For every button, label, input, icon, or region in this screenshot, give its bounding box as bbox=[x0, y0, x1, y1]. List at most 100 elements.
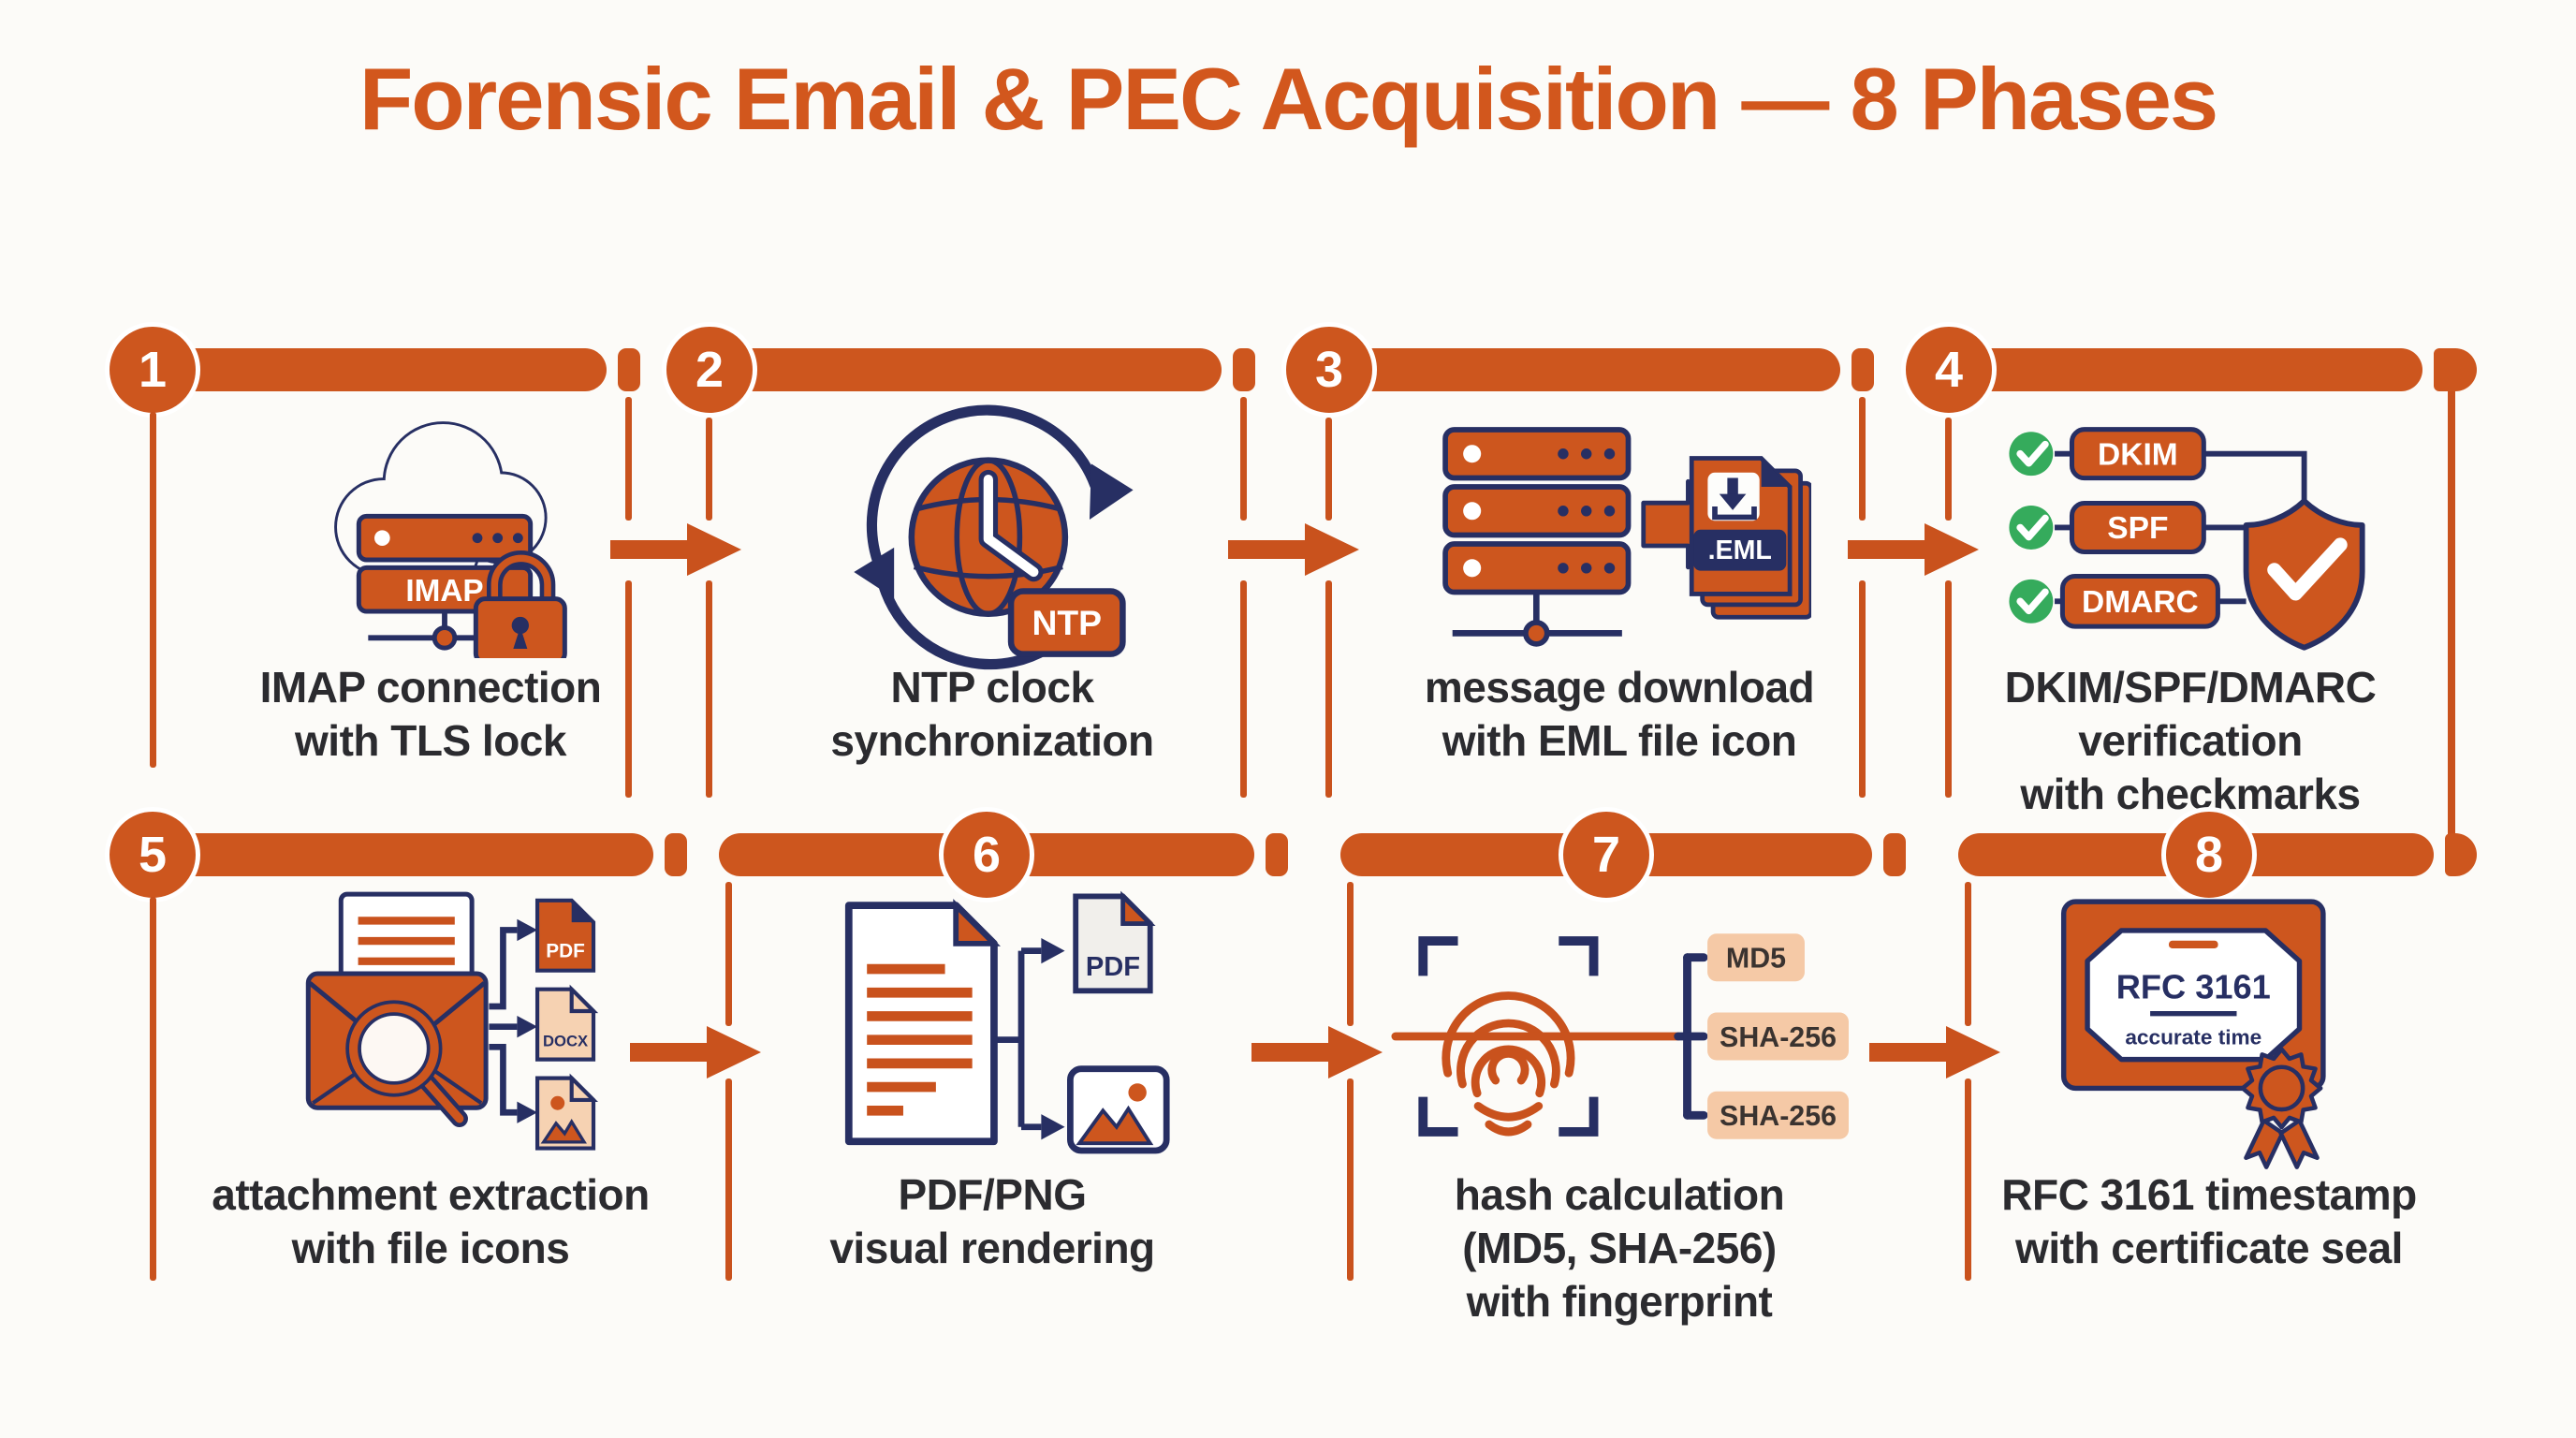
eml-file-stack-icon: .EML bbox=[1689, 456, 1811, 620]
phase-5-number: 5 bbox=[105, 807, 200, 902]
server-stack-icon bbox=[1442, 427, 1632, 647]
ntp-badge: NTP bbox=[1007, 588, 1126, 657]
docx-file-icon: DOCX bbox=[534, 984, 598, 1062]
phase-3-number: 3 bbox=[1281, 322, 1377, 418]
timeline-bar-1-cap bbox=[618, 348, 640, 391]
phase-6-number: 6 bbox=[939, 807, 1034, 902]
attachment-extraction-icon: PDF DOCX bbox=[305, 891, 598, 1151]
md5-badge: MD5 bbox=[1707, 933, 1805, 982]
ntp-sync-icon: NTP bbox=[854, 404, 1134, 670]
svg-text:DMARC: DMARC bbox=[2082, 585, 2199, 620]
sha256-badge: SHA-256 bbox=[1707, 1012, 1849, 1061]
guide-line bbox=[1945, 418, 1952, 521]
source-document-icon bbox=[844, 899, 1001, 1146]
timeline-bar-8-cap bbox=[2445, 833, 2477, 876]
fingerprint-icon bbox=[1442, 991, 1575, 1137]
flow-arrow-icon bbox=[1251, 1026, 1383, 1078]
guide-line bbox=[1965, 1078, 1971, 1281]
svg-text:SHA-256: SHA-256 bbox=[1720, 1100, 1837, 1132]
shield-check-icon bbox=[2243, 498, 2365, 651]
clock-hand-icon bbox=[978, 469, 1044, 582]
dmarc-badge: DMARC bbox=[2059, 573, 2220, 629]
timeline-bar-5-cap bbox=[665, 833, 687, 876]
timeline-bar-5 bbox=[153, 833, 653, 876]
guide-line bbox=[725, 1078, 732, 1281]
svg-text:DOCX: DOCX bbox=[543, 1032, 588, 1049]
svg-text:PDF: PDF bbox=[546, 941, 585, 962]
svg-text:PDF: PDF bbox=[1086, 952, 1140, 982]
flow-arrow-icon bbox=[630, 1026, 761, 1078]
guide-line bbox=[1325, 418, 1332, 521]
timeline-bar-1 bbox=[153, 348, 607, 391]
scan-frame-icon bbox=[1418, 936, 1599, 1137]
flow-arrow-icon bbox=[1228, 523, 1359, 576]
extract-arrows-icon bbox=[489, 918, 538, 1123]
certificate-icon: RFC 3161 accurate time bbox=[2060, 899, 2326, 1092]
flow-arrow-icon bbox=[1848, 523, 1979, 576]
guide-line bbox=[625, 397, 632, 521]
magnifier-icon bbox=[345, 1000, 468, 1128]
timeline-bar-4-cap bbox=[2434, 348, 2477, 391]
pdf-file-icon: PDF bbox=[534, 898, 596, 973]
rfc3161-certificate-icon: RFC 3161 accurate time bbox=[2060, 899, 2326, 1169]
wrap-connector-line bbox=[2448, 391, 2455, 835]
spf-badge: SPF bbox=[2069, 500, 2206, 554]
page-title: Forensic Email & PEC Acquisition — 8 Pha… bbox=[359, 50, 2218, 148]
guide-line bbox=[1240, 580, 1247, 798]
timeline-bar-3 bbox=[1329, 348, 1840, 391]
timeline-bar-3-cap bbox=[1852, 348, 1874, 391]
svg-text:DKIM: DKIM bbox=[2098, 437, 2178, 472]
guide-line bbox=[150, 412, 156, 768]
phase-4-number: 4 bbox=[1901, 322, 1997, 418]
timeline-bar-7-cap bbox=[1883, 833, 1906, 876]
pdf-output-icon: PDF bbox=[1073, 890, 1156, 994]
guide-line bbox=[1240, 397, 1247, 521]
guide-line bbox=[725, 882, 732, 1026]
sha256-badge: SHA-256 bbox=[1707, 1091, 1849, 1139]
imap-tls-icon: IMAP bbox=[334, 421, 567, 658]
imap-label: IMAP bbox=[405, 574, 483, 609]
check-circle-icon bbox=[2009, 432, 2054, 624]
ntp-label: NTP bbox=[1032, 603, 1102, 642]
pdf-png-render-icon: PDF bbox=[844, 890, 1170, 1154]
lock-icon bbox=[473, 550, 567, 658]
guide-line bbox=[706, 418, 712, 521]
dkim-verification-icon: DKIM SPF DMARC bbox=[2009, 427, 2365, 651]
phase-7-number: 7 bbox=[1559, 807, 1654, 902]
seal-icon bbox=[2240, 1047, 2323, 1169]
guide-line bbox=[625, 580, 632, 798]
guide-line bbox=[1347, 1078, 1354, 1281]
hash-fingerprint-icon: MD5 SHA-256 SHA-256 bbox=[1391, 933, 1849, 1139]
flow-arrow-icon bbox=[610, 523, 741, 576]
timeline-bar-2 bbox=[710, 348, 1222, 391]
guide-line bbox=[1965, 882, 1971, 1026]
eml-label: .EML bbox=[1708, 536, 1772, 565]
accurate-time-label: accurate time bbox=[2125, 1025, 2261, 1049]
image-file-icon bbox=[534, 1073, 598, 1151]
phase-7-caption: hash calculation(MD5, SHA-256)with finge… bbox=[1454, 1170, 1785, 1326]
dkim-badge: DKIM bbox=[2069, 427, 2206, 481]
guide-line bbox=[1945, 580, 1952, 798]
guide-line bbox=[1859, 580, 1866, 798]
guide-line bbox=[1325, 580, 1332, 798]
timeline-bar-6-cap bbox=[1266, 833, 1288, 876]
png-output-icon bbox=[1067, 1065, 1170, 1154]
timeline-bar-4 bbox=[1949, 348, 2422, 391]
guide-line bbox=[150, 897, 156, 1281]
guide-line bbox=[1859, 397, 1866, 521]
timeline-bar-2-cap bbox=[1233, 348, 1255, 391]
hash-bracket bbox=[1674, 953, 1708, 1120]
svg-text:SHA-256: SHA-256 bbox=[1720, 1021, 1837, 1053]
svg-text:SPF: SPF bbox=[2107, 511, 2168, 546]
guide-line bbox=[706, 580, 712, 798]
phase-1-number: 1 bbox=[105, 322, 200, 418]
phase-2-number: 2 bbox=[662, 322, 757, 418]
